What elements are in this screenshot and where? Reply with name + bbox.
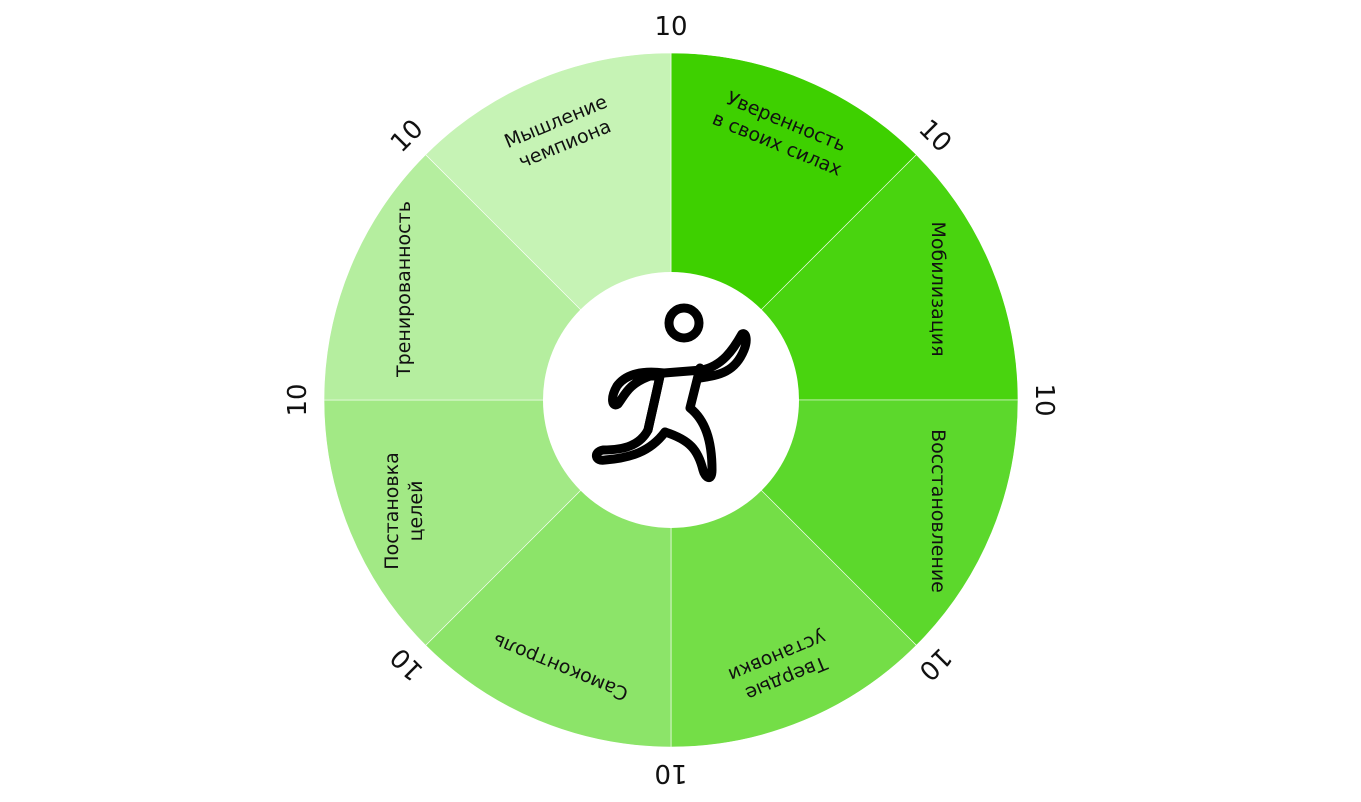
segment-score: 10 xyxy=(654,12,687,42)
segment-score: 10 xyxy=(385,641,430,686)
running-person-icon xyxy=(592,303,751,482)
segment-label: Тренированность xyxy=(393,201,415,378)
segment-score: 10 xyxy=(912,641,957,686)
segment-score: 10 xyxy=(654,758,687,788)
segment-score: 10 xyxy=(385,114,430,159)
segment-score: 10 xyxy=(1029,383,1059,416)
segment-score: 10 xyxy=(912,114,957,159)
segment-score: 10 xyxy=(283,383,313,416)
segment-label: Восстановление xyxy=(927,429,949,593)
segment-label: Мобилизация xyxy=(927,221,949,356)
